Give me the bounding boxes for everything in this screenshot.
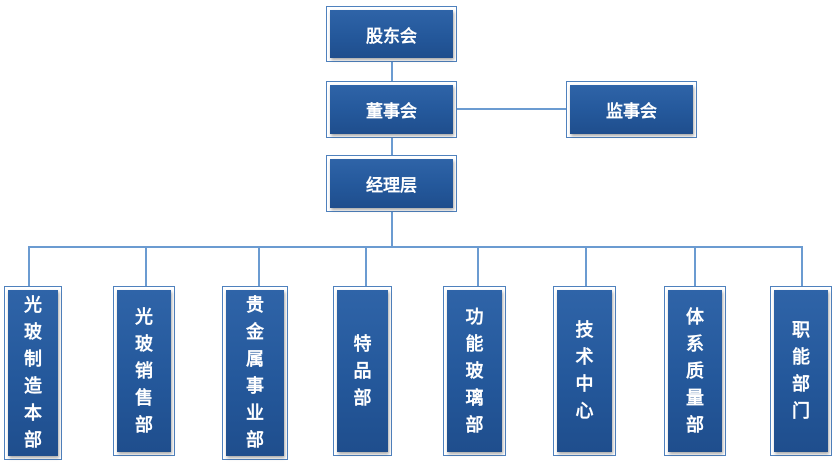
connector-department-bus bbox=[28, 246, 803, 248]
department-label: 功能玻璃部 bbox=[447, 290, 502, 452]
connector-management-bus bbox=[391, 211, 393, 247]
node-management: 经理层 bbox=[326, 155, 457, 212]
node-board-label: 董事会 bbox=[330, 85, 453, 134]
department-label: 光玻销售部 bbox=[117, 290, 171, 452]
department-box: 技术中心 bbox=[553, 286, 616, 456]
department-label: 职能部门 bbox=[774, 290, 828, 452]
drop-line-8 bbox=[801, 246, 803, 287]
node-shareholders-label: 股东会 bbox=[330, 10, 453, 58]
connector-board-management bbox=[391, 137, 393, 155]
drop-line-2 bbox=[145, 246, 147, 287]
node-supervisors: 监事会 bbox=[566, 81, 697, 138]
node-board: 董事会 bbox=[326, 81, 457, 138]
node-supervisors-label: 监事会 bbox=[570, 85, 693, 134]
department-label: 特品部 bbox=[337, 290, 388, 452]
department-label: 光玻制造本部 bbox=[8, 290, 58, 456]
connector-shareholders-board bbox=[391, 62, 393, 82]
drop-line-1 bbox=[28, 246, 30, 287]
drop-line-7 bbox=[694, 246, 696, 287]
drop-line-6 bbox=[585, 246, 587, 287]
node-management-label: 经理层 bbox=[330, 159, 453, 208]
department-label: 技术中心 bbox=[557, 290, 612, 452]
department-box: 贵金属事业部 bbox=[222, 286, 288, 460]
department-box: 光玻制造本部 bbox=[4, 286, 62, 460]
department-box: 职能部门 bbox=[770, 286, 832, 456]
node-shareholders: 股东会 bbox=[326, 6, 457, 62]
department-box: 功能玻璃部 bbox=[443, 286, 506, 456]
drop-line-4 bbox=[365, 246, 367, 287]
department-box: 体系质量部 bbox=[664, 286, 726, 456]
drop-line-5 bbox=[477, 246, 479, 287]
department-box: 特品部 bbox=[333, 286, 392, 456]
drop-line-3 bbox=[258, 246, 260, 287]
connector-board-supervisors bbox=[455, 108, 568, 110]
department-label: 体系质量部 bbox=[668, 290, 722, 452]
department-label: 贵金属事业部 bbox=[226, 290, 284, 456]
department-box: 光玻销售部 bbox=[113, 286, 175, 456]
